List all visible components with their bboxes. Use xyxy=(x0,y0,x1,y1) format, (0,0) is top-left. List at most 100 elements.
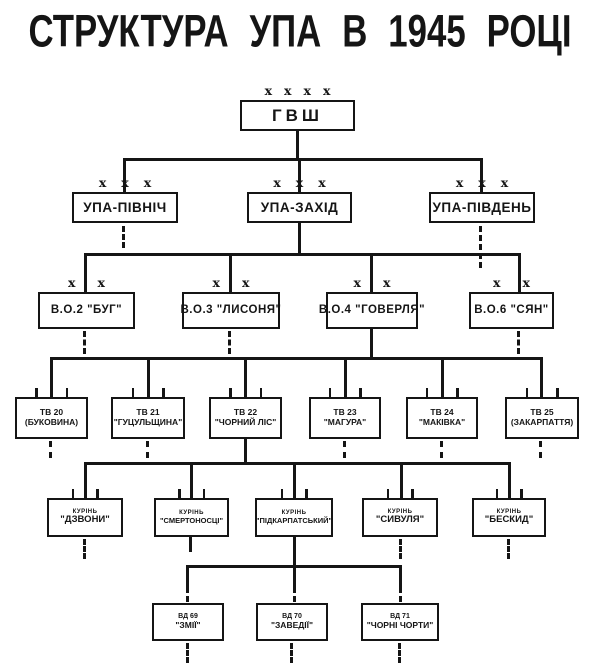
node-vo2-buh: В.О.2 "БУГ" xyxy=(38,292,135,329)
connector-stub-dashed xyxy=(146,441,149,458)
connector-line xyxy=(244,438,247,465)
connector-stub-dashed xyxy=(290,643,293,663)
connector-stub-dashed xyxy=(83,539,86,559)
connector-line xyxy=(84,462,87,498)
rank-tick-mark xyxy=(35,388,38,397)
node-gvsh: ГВШ xyxy=(240,100,355,131)
rank-tick-mark xyxy=(305,489,308,498)
node-name: "ЧОРНИЙ ЛІС" xyxy=(214,417,277,427)
node-name: "ПІДКАРПАТСЬКИЙ" xyxy=(255,515,333,525)
rank-marks xyxy=(406,385,478,397)
node-upa-west: УПА-ЗАХІД xyxy=(247,192,352,223)
rank-x-mark: x xyxy=(455,175,464,190)
rank-x-mark: x xyxy=(353,275,361,290)
node-code: КУРІНЬ xyxy=(179,509,204,516)
node-name: "ДЗВОНИ" xyxy=(60,514,110,526)
node-vo6-sian: В.О.6 "СЯН" xyxy=(469,292,554,329)
rank-tick-mark xyxy=(162,388,165,397)
rank-marks xyxy=(505,385,579,397)
rank-x-mark: x xyxy=(97,275,105,290)
connector-line xyxy=(370,253,373,292)
rank-marks xyxy=(255,486,333,498)
rank-x-mark: x xyxy=(284,83,292,98)
rank-x-mark: x xyxy=(98,175,107,190)
rank-x-mark: x xyxy=(295,175,304,190)
rank-tick-mark xyxy=(495,489,498,498)
node-label: В.О.2 "БУГ" xyxy=(50,303,123,316)
rank-x-mark: x xyxy=(318,175,326,190)
connector-line xyxy=(480,158,483,192)
connector-line xyxy=(400,462,403,498)
rank-tick-mark xyxy=(386,489,389,498)
node-tv21-hutsulshchyna: ТВ 21 "ГУЦУЛЬЩИНА" xyxy=(111,397,185,439)
node-label: В.О.3 "ЛИСОНЯ" xyxy=(180,303,282,316)
connector-line xyxy=(123,158,483,161)
connector-line xyxy=(190,462,193,498)
connector-line xyxy=(298,158,301,192)
node-code: КУРІНЬ xyxy=(496,508,522,515)
connector-stub xyxy=(189,537,192,552)
node-name: "ЧОРНІ ЧОРТИ" xyxy=(366,620,434,631)
node-upa-south: УПА-ПІВДЕНЬ xyxy=(429,192,535,223)
node-vo4-hoverlia: В.О.4 "ГОВЕРЛЯ" xyxy=(319,292,425,329)
connector-stub-dashed xyxy=(83,331,86,354)
connector-stub-dashed xyxy=(440,441,443,458)
rank-tick-mark xyxy=(96,489,99,498)
connector-stub-dashed xyxy=(539,441,542,458)
rank-x-mark: x xyxy=(500,175,509,190)
node-tv25-zakarpattia: ТВ 25 (ЗАКАРПАТТЯ) xyxy=(505,397,579,439)
node-name: "ЗАВЕДІЇ" xyxy=(270,620,314,631)
rank-x-mark: x xyxy=(242,275,250,290)
rank-tick-mark xyxy=(178,489,181,498)
node-name: (БУКОВИНА) xyxy=(24,417,79,427)
connector-stub-dashed xyxy=(517,331,520,354)
node-name: "СМЕРТОНОСЦІ" xyxy=(159,515,224,525)
connector-line xyxy=(123,158,126,192)
node-vo3-lysonia: В.О.3 "ЛИСОНЯ" xyxy=(180,292,282,329)
node-code: ТВ 21 xyxy=(136,407,160,418)
node-name: "ЗМІЇ" xyxy=(175,620,201,631)
node-name: "МАГУРА" xyxy=(323,417,367,427)
connector-line xyxy=(298,222,301,256)
connector-line xyxy=(344,357,347,397)
rank-x-mark: x xyxy=(264,83,273,98)
node-label: УПА-ПІВНІЧ xyxy=(83,199,167,215)
rank-x-mark: x xyxy=(303,83,311,98)
connector-line xyxy=(399,565,402,587)
connector-stub-dashed xyxy=(49,441,52,458)
node-label: УПА-ЗАХІД xyxy=(260,199,339,215)
node-tv20-bukovyna: ТВ 20 (БУКОВИНА) xyxy=(15,397,88,439)
rank-x-mark: x xyxy=(68,275,76,290)
connector-stub-dashed xyxy=(479,226,482,268)
node-code: ВД 69 xyxy=(178,613,198,621)
connector-line xyxy=(84,462,511,465)
connector-stub-dashed xyxy=(228,331,231,354)
rank-tick-mark xyxy=(259,388,262,397)
rank-tick-mark xyxy=(65,388,68,397)
rank-x-mark: x xyxy=(522,275,530,290)
node-code: КУРІНЬ xyxy=(72,508,98,515)
node-kurin-smertonostsi: КУРІНЬ "СМЕРТОНОСЦІ" xyxy=(154,498,229,537)
connector-stub-dashed xyxy=(399,587,402,602)
connector-stub-dashed xyxy=(293,587,296,602)
rank-marks xyxy=(111,385,185,397)
rank-marks xyxy=(209,385,282,397)
rank-x-mark: x xyxy=(143,175,152,190)
connector-line xyxy=(84,253,87,292)
rank-marks xyxy=(472,486,546,498)
rank-tick-mark xyxy=(359,388,362,397)
node-tv22-chornyi-lis: ТВ 22 "ЧОРНИЙ ЛІС" xyxy=(209,397,282,439)
node-name: "МАКІВКА" xyxy=(418,417,466,427)
node-vd69-zmii: ВД 69 "ЗМІЇ" xyxy=(152,603,224,641)
rank-tick-mark xyxy=(71,489,74,498)
node-tv23-mahura: ТВ 23 "МАГУРА" xyxy=(309,397,381,439)
rank-marks xyxy=(154,486,229,498)
rank-tick-mark xyxy=(556,388,559,397)
connector-stub-dashed xyxy=(398,643,401,663)
node-code: ТВ 25 xyxy=(530,407,554,418)
